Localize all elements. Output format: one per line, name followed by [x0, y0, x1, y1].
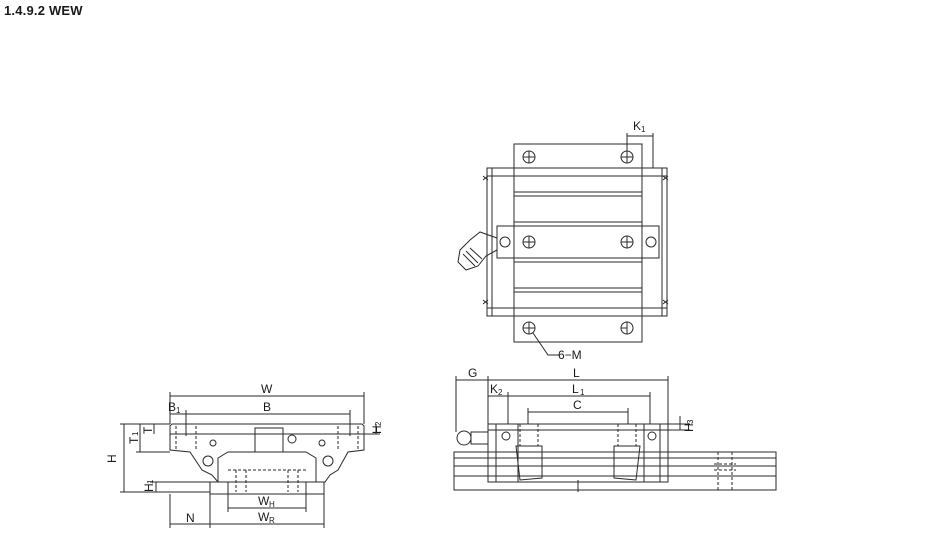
dimension-label-wh: W: [258, 494, 270, 508]
dimension-label-k2: K: [490, 382, 498, 396]
dimension-label-n: N: [186, 511, 195, 525]
dimension-label-h2: H: [370, 425, 384, 434]
dimension-label-h3: H: [682, 423, 696, 432]
grease-nipple-icon: [457, 231, 498, 271]
front-view-block: [169, 423, 365, 483]
dimension-label-h1: H: [142, 483, 156, 492]
grease-port-icon: [254, 427, 284, 453]
dimension-label-h3-sub: 3: [686, 419, 695, 424]
dimension-label-w: W: [261, 382, 273, 396]
top-view-block: [513, 143, 643, 343]
dimension-label-wr-sub: R: [269, 516, 275, 525]
mounting-hole-icon: [522, 321, 536, 335]
side-view-block: [487, 423, 669, 483]
front-view-rail: [217, 451, 317, 482]
mounting-hole-icon: [620, 235, 634, 249]
dimension-label-h: H: [105, 454, 119, 463]
dimension-label-b1: B: [168, 400, 176, 414]
dimension-label-t1-sub: 1: [131, 431, 140, 436]
dimension-label-l1-sub: 1: [580, 388, 585, 397]
dimension-label-h1-sub: 1: [146, 479, 155, 484]
dimension-label-c: C: [573, 398, 582, 412]
section-title: 1.4.9.2 WEW: [4, 3, 83, 18]
front-view: [120, 392, 380, 528]
mounting-hole-icon: [620, 321, 634, 335]
dimension-label-t1: T: [127, 436, 141, 444]
mounting-hole-icon: [620, 150, 634, 164]
dimension-label-k1-sub: 1: [641, 125, 646, 134]
mounting-hole-icon: [522, 150, 536, 164]
side-view-rail: [453, 451, 777, 491]
dimension-label-b: B: [263, 400, 271, 414]
grease-nipple-icon: [456, 430, 489, 446]
dimension-label-h2-sub: 2: [374, 421, 383, 426]
dimension-label-l: L: [573, 366, 580, 380]
top-view-rail: [486, 167, 668, 317]
dimension-label-b1-sub: 1: [176, 406, 181, 415]
dimension-label-holes: 6−M: [558, 348, 582, 362]
top-view: [457, 133, 669, 356]
dimension-label-l1: L: [572, 382, 579, 396]
dimension-label-k2-sub: 2: [498, 388, 503, 397]
dimension-label-wr: W: [258, 510, 270, 524]
dimension-label-g: G: [468, 366, 477, 380]
dimension-label-t: T: [141, 426, 155, 434]
mounting-hole-icon: [522, 235, 536, 249]
dimension-label-k1: K: [633, 119, 641, 133]
side-view: [453, 376, 777, 492]
dimension-label-wh-sub: H: [269, 500, 275, 509]
